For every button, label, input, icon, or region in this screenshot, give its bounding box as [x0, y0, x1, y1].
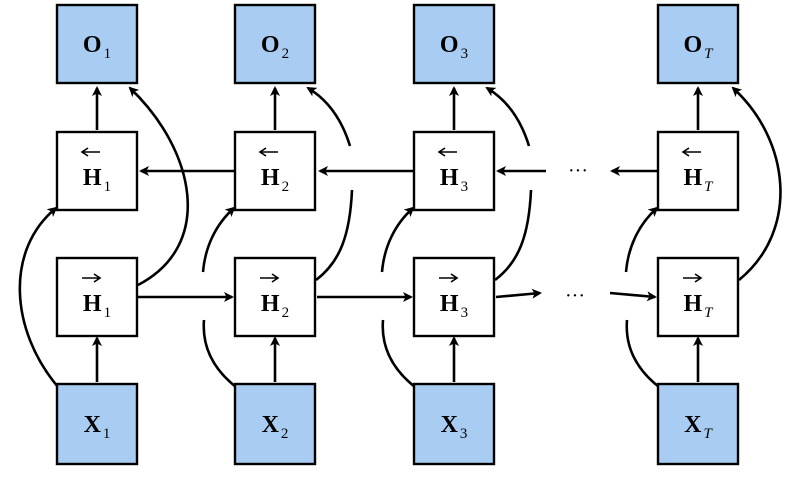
right-arrow-icon	[683, 273, 703, 283]
edge-dots-to-fhT	[609, 291, 657, 302]
output-node-3-main: O	[440, 32, 459, 58]
backward-hidden-node-T-main: H	[683, 165, 702, 191]
backward-hidden-node-3-sub: 3	[461, 179, 469, 195]
svg-text:X3: X3	[441, 412, 468, 442]
svg-text:H2: H2	[261, 165, 289, 195]
edge-fh2-to-o2-lower	[315, 189, 354, 282]
right-arrow-icon	[439, 273, 459, 283]
svg-text:H1: H1	[83, 165, 111, 195]
edge-x1-to-bh1	[18, 206, 59, 388]
forward-hidden-node-T-sub: T	[704, 305, 714, 321]
edge-x3-to-bh3-upper	[380, 206, 415, 273]
input-node-3-main: X	[441, 412, 459, 438]
edge-x3-to-bh3-lower	[381, 319, 416, 389]
edge-fh3-to-dots	[495, 288, 542, 299]
backward-hidden-node-1-sub: 1	[104, 179, 112, 195]
ellipsis-backward: ···	[568, 160, 588, 182]
backward-hidden-node-2-main: H	[261, 165, 280, 191]
svg-text:O3: O3	[440, 32, 468, 62]
edge-fh1-to-o1	[128, 86, 189, 287]
output-node-1-main: O	[83, 32, 102, 58]
backward-hidden-node-3-main: H	[440, 165, 459, 191]
forward-hidden-node-2-sub: 2	[282, 305, 290, 321]
edge-xT-to-bhT-upper	[624, 206, 659, 273]
output-node-2-main: O	[261, 32, 280, 58]
output-node-2-sub: 2	[282, 46, 290, 62]
backward-hidden-node-1-main: H	[83, 165, 102, 191]
left-arrow-icon	[80, 147, 100, 157]
left-arrow-icon	[437, 147, 457, 157]
input-node-3-sub: 3	[460, 426, 468, 442]
svg-text:XT: XT	[684, 412, 713, 442]
input-node-2-sub: 2	[281, 426, 289, 442]
svg-text:OT: OT	[683, 32, 714, 62]
output-node-1-sub: 1	[104, 46, 112, 62]
forward-hidden-node-T-main: H	[683, 291, 702, 317]
svg-text:H3: H3	[440, 165, 468, 195]
svg-text:O1: O1	[83, 32, 111, 62]
forward-hidden-node-1-sub: 1	[104, 305, 112, 321]
forward-hidden-node-3-sub: 3	[461, 305, 469, 321]
right-arrow-icon	[260, 273, 280, 283]
input-node-1-sub: 1	[103, 426, 111, 442]
svg-text:O2: O2	[261, 32, 289, 62]
svg-text:X1: X1	[84, 412, 111, 442]
edge-fh3-to-o3-upper	[485, 86, 531, 147]
output-node-T-sub: T	[704, 46, 714, 62]
svg-text:X2: X2	[262, 412, 289, 442]
edge-fh2-to-o2-upper	[306, 86, 352, 147]
edge-x2-to-bh2-lower	[202, 319, 237, 389]
svg-text:HT: HT	[683, 291, 714, 321]
left-arrow-icon	[681, 147, 701, 157]
output-node-T-main: O	[683, 32, 702, 58]
svg-text:H3: H3	[440, 291, 468, 321]
forward-hidden-node-2-main: H	[261, 291, 280, 317]
edge-fhT-to-oT	[731, 86, 782, 282]
edge-fh3-to-o3-lower	[494, 189, 533, 282]
svg-text:H1: H1	[83, 291, 111, 321]
backward-hidden-node-T-sub: T	[704, 179, 714, 195]
backward-hidden-node-2-sub: 2	[282, 179, 290, 195]
input-node-T-main: X	[684, 412, 702, 438]
ellipsis-forward: ···	[565, 285, 585, 307]
edge-xT-to-bhT-lower	[625, 319, 660, 389]
left-arrow-icon	[258, 147, 278, 157]
right-arrow-icon	[82, 273, 102, 283]
forward-hidden-node-1-main: H	[83, 291, 102, 317]
forward-hidden-node-3-main: H	[440, 291, 459, 317]
svg-text:HT: HT	[683, 165, 714, 195]
input-node-T-sub: T	[704, 426, 714, 442]
svg-text:H2: H2	[261, 291, 289, 321]
input-node-1-main: X	[84, 412, 102, 438]
output-node-3-sub: 3	[461, 46, 469, 62]
edge-x2-to-bh2-upper	[201, 206, 236, 273]
input-node-2-main: X	[262, 412, 280, 438]
